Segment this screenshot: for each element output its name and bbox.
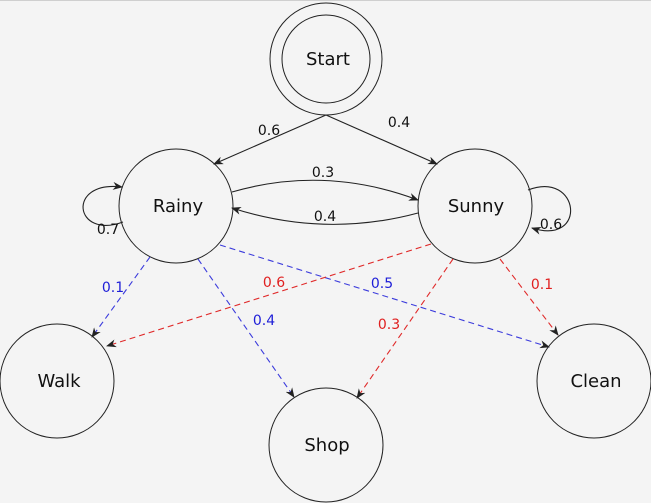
label-sunny-shop: 0.3 (378, 317, 400, 333)
label-start-sunny: 0.4 (388, 115, 410, 131)
label-rainy-self: 0.7 (97, 222, 119, 238)
node-walk: Walk (0, 323, 115, 439)
edge-rainy-shop (197, 258, 295, 398)
label-rainy-clean: 0.5 (371, 276, 393, 292)
shop-circle (268, 387, 384, 503)
edge-rainy-walk (91, 256, 151, 338)
walk-circle (0, 323, 115, 439)
node-sunny: Sunny (417, 148, 533, 264)
label-sunny-self: 0.6 (540, 217, 562, 233)
label-rainy-walk: 0.1 (102, 280, 124, 296)
walk-label: Walk (37, 371, 81, 392)
node-clean: Clean (536, 323, 651, 439)
edge-sunny-self-loop (527, 186, 572, 235)
label-sunny-walk: 0.6 (263, 275, 285, 291)
rainy-label: Rainy (153, 196, 204, 217)
clean-circle (536, 323, 651, 439)
edge-rainy-sunny (231, 179, 419, 201)
edge-rainy-clean (219, 244, 550, 349)
node-rainy: Rainy (118, 148, 234, 264)
node-shop: Shop (268, 387, 384, 503)
label-sunny-rainy: 0.4 (314, 209, 336, 225)
clean-label: Clean (570, 371, 621, 392)
shop-label: Shop (304, 435, 349, 456)
start-inner-ring (281, 14, 371, 104)
edge-start-rainy (213, 114, 327, 165)
edge-sunny-clean (499, 258, 559, 336)
label-rainy-sunny: 0.3 (312, 165, 334, 181)
rainy-circle (118, 148, 234, 264)
start-label: Start (306, 49, 350, 70)
label-start-rainy: 0.6 (258, 123, 280, 139)
edge-rainy-self-loop (82, 181, 124, 226)
edge-sunny-rainy (231, 206, 419, 225)
sunny-label: Sunny (448, 196, 505, 217)
edge-start-sunny (325, 114, 438, 165)
label-sunny-clean: 0.1 (531, 277, 553, 293)
edge-sunny-shop (356, 258, 454, 399)
label-rainy-shop: 0.4 (253, 313, 275, 329)
edge-sunny-walk (106, 243, 432, 348)
sunny-circle (417, 148, 533, 264)
